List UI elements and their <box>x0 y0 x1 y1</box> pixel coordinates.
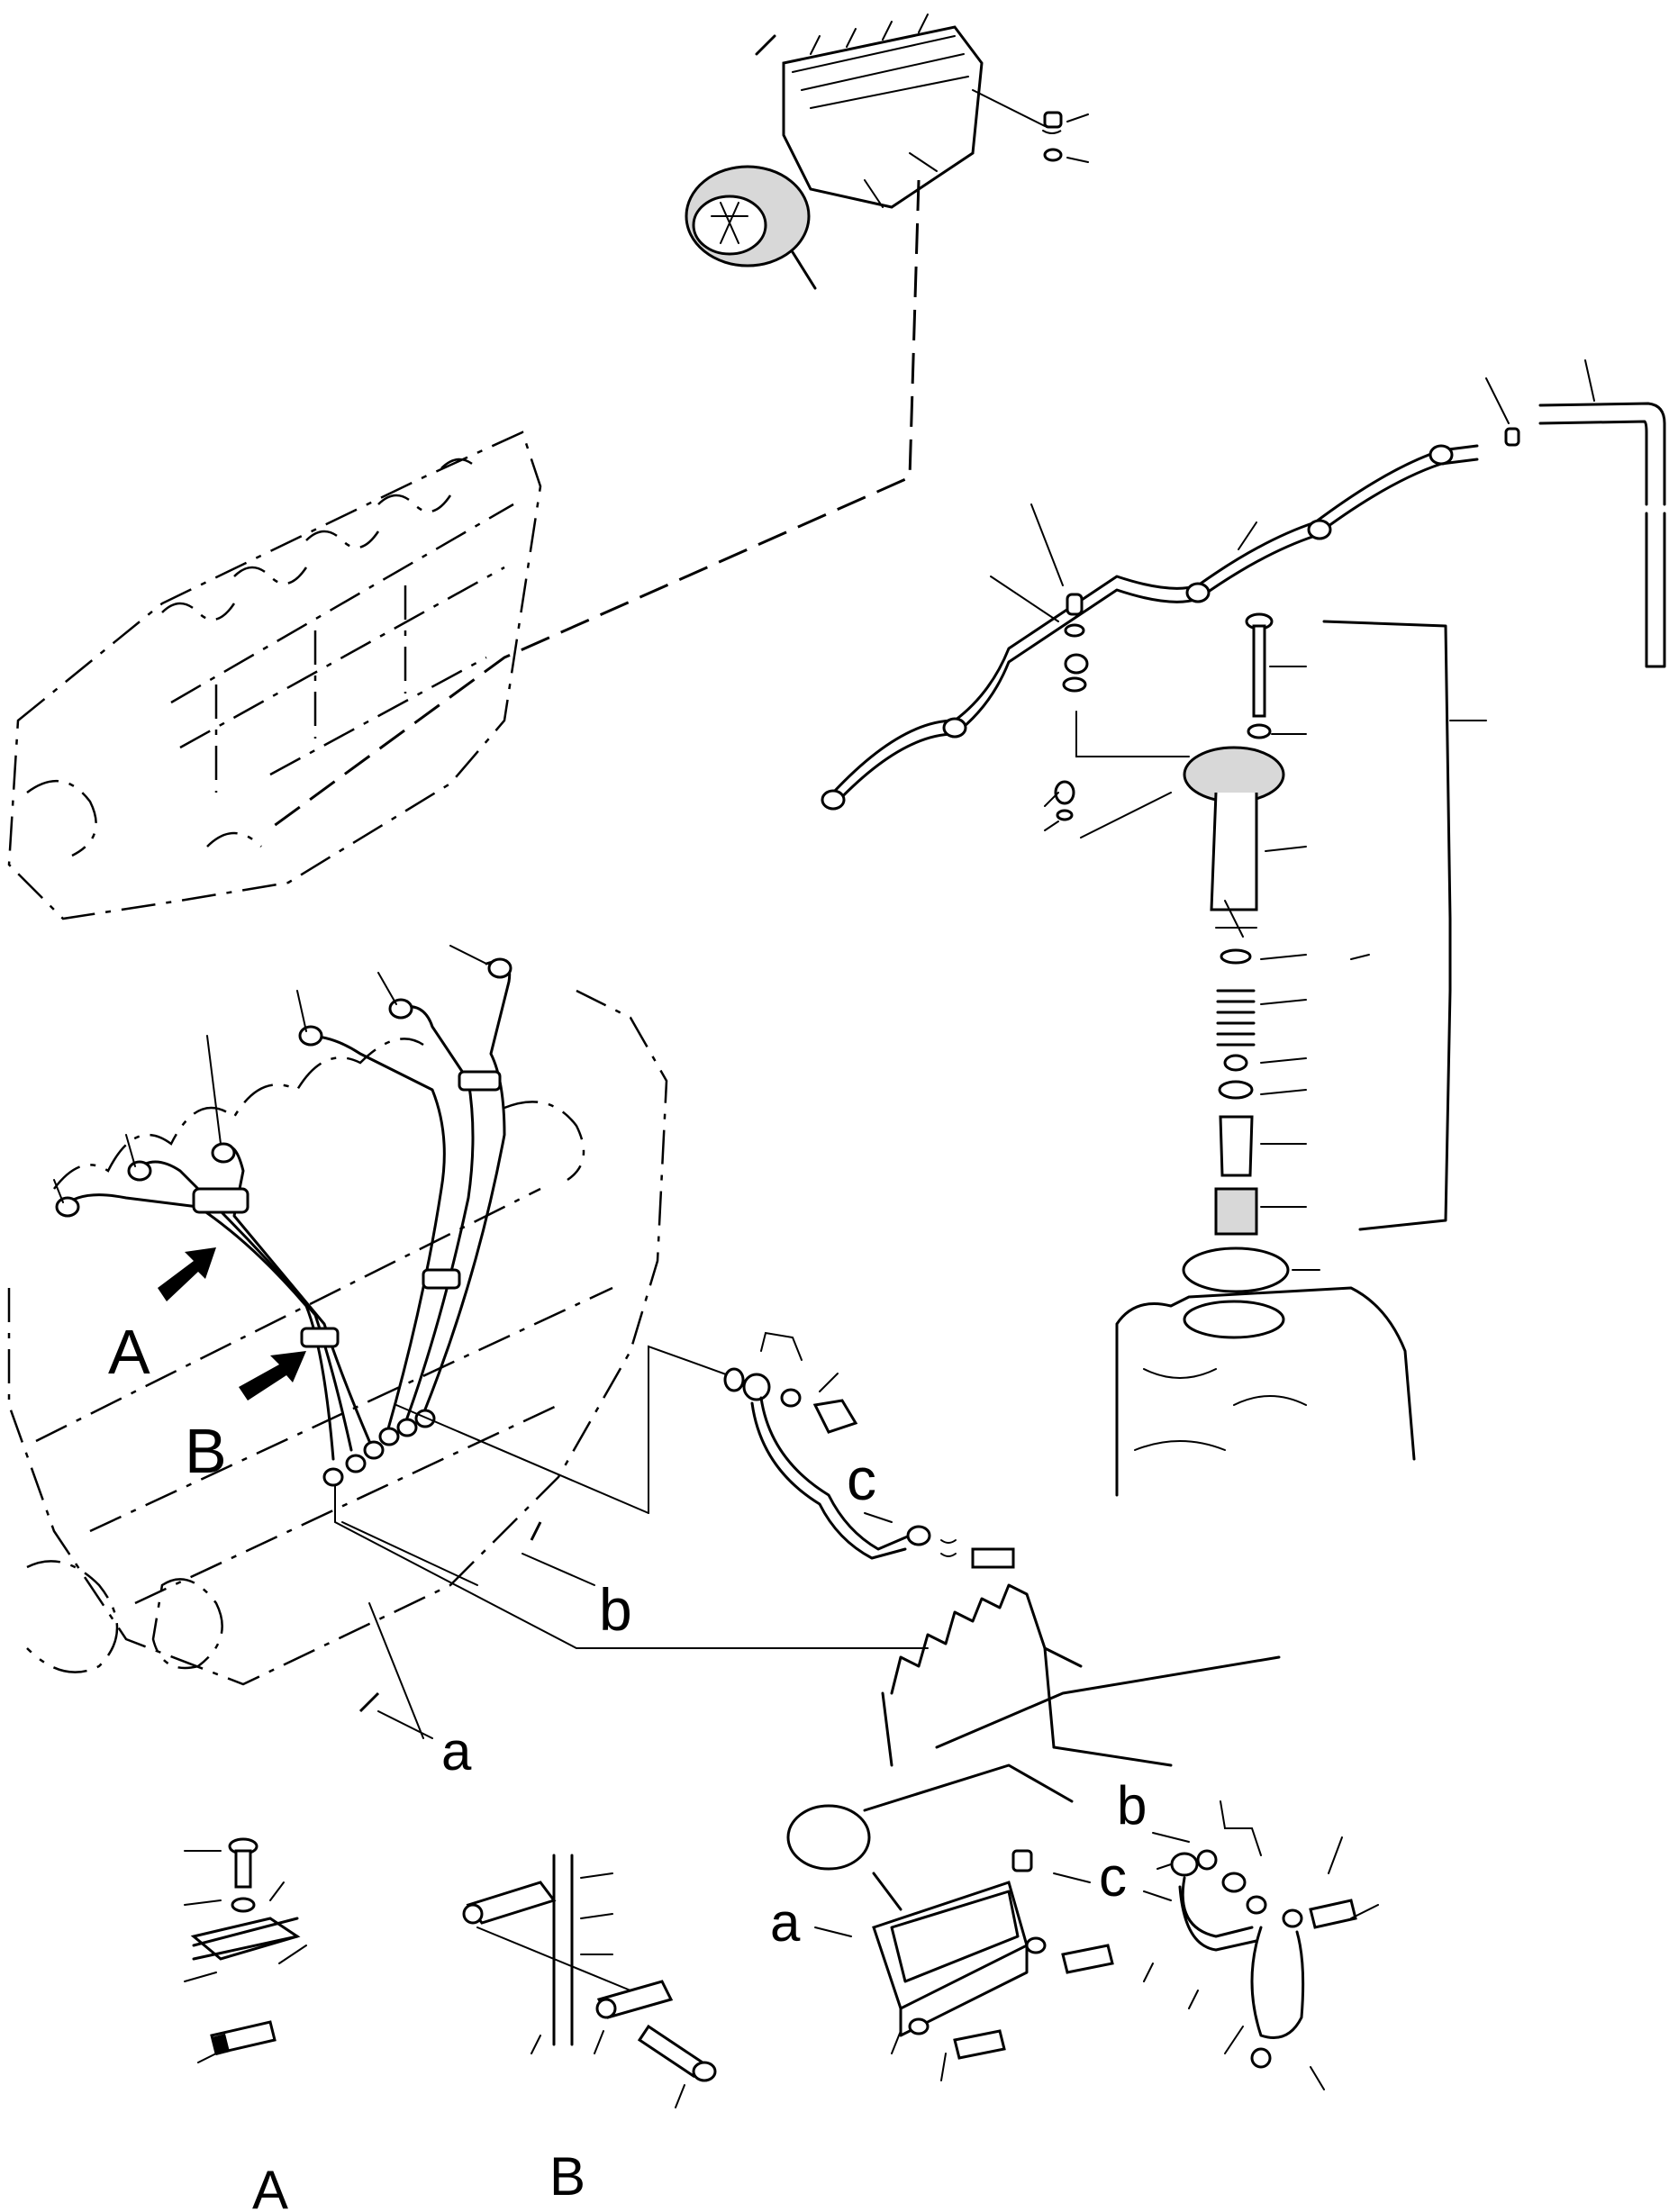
letter-b-upper: b <box>599 1576 632 1643</box>
letter-c-lower: c <box>1099 1846 1127 1908</box>
callout-B: B <box>185 1416 227 1486</box>
engine-block-lower: A B <box>7 945 929 1686</box>
callout-A: A <box>108 1317 150 1387</box>
fuel-leak-pipe <box>821 359 1666 811</box>
injection-pump <box>685 14 1089 290</box>
block-refs: b a <box>358 1521 632 1781</box>
letter-b-lower: b <box>1117 1775 1147 1836</box>
letter-a-left: a <box>441 1721 472 1781</box>
letter-a-lower: a <box>770 1892 801 1953</box>
engine-block-upper <box>7 431 542 920</box>
front-housing-detail: b c a <box>770 1583 1379 2090</box>
detail-A-clamp: A <box>184 1837 307 2212</box>
fuel-pipe-c-upper: c <box>723 1331 1015 1569</box>
letter-c-upper: c <box>847 1446 876 1512</box>
injector-assembly <box>1044 612 1487 1497</box>
detail-B-clamp: B <box>462 1854 717 2207</box>
detail-caption-B: B <box>549 2146 585 2207</box>
detail-caption-A: A <box>252 2160 288 2212</box>
